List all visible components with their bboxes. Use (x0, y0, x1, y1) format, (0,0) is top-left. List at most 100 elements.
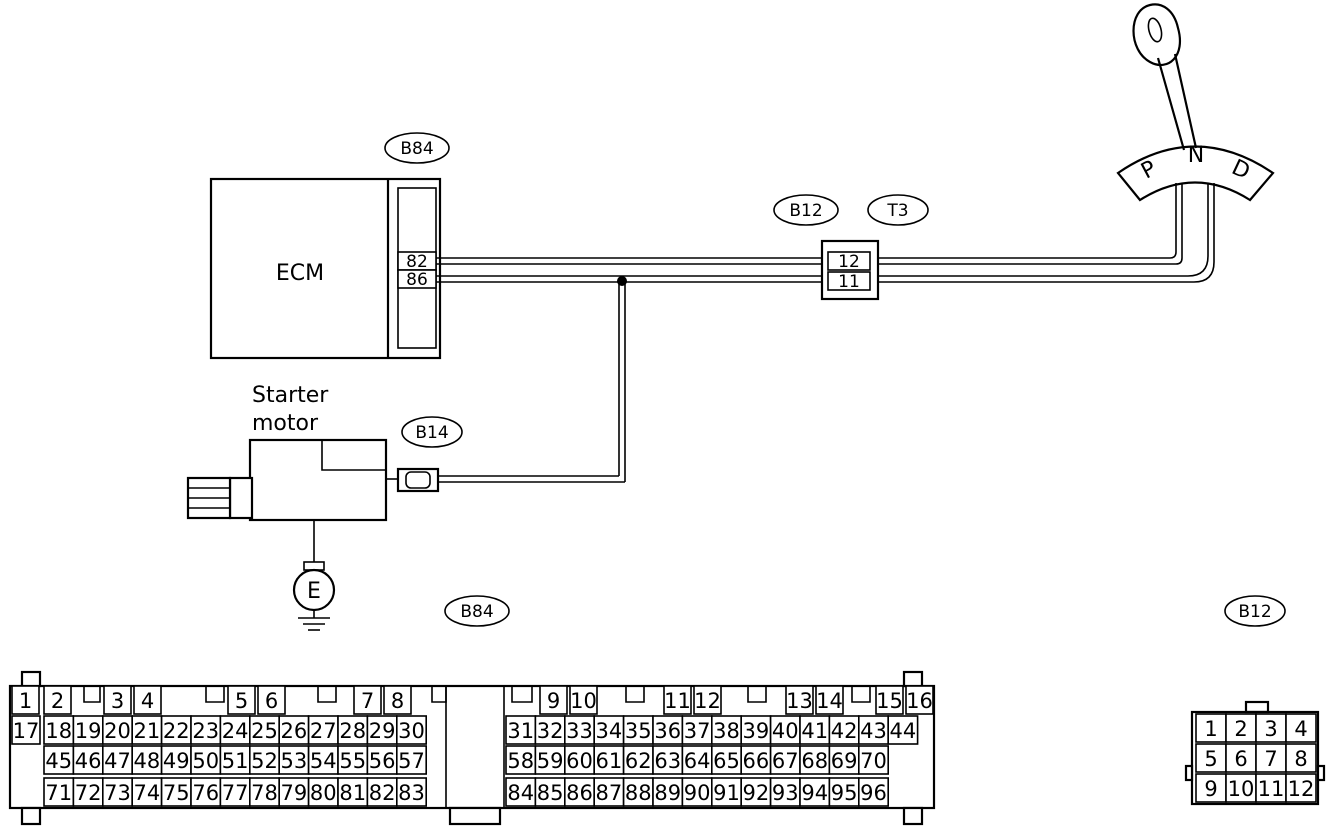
pin-number: 15 (876, 689, 903, 713)
pin-cell (160, 777, 192, 807)
tag-b84-ecm: B84 (384, 132, 450, 164)
pin-cell (887, 715, 919, 745)
pin-number: 22 (163, 719, 190, 743)
pin-number: 7 (361, 689, 374, 713)
pin-cell (1255, 713, 1287, 743)
pin-cell (72, 777, 104, 807)
pin-number: 86 (566, 781, 593, 805)
pin-number: 62 (625, 749, 652, 773)
pin-number: 38 (713, 719, 740, 743)
pin-number: 39 (743, 719, 770, 743)
pin-number: 78 (251, 781, 278, 805)
svg-text:B12: B12 (1238, 602, 1271, 622)
pin-number: 61 (596, 749, 623, 773)
pin-number: 7 (1264, 747, 1277, 771)
pin-number: 27 (310, 719, 337, 743)
pin-number: 80 (310, 781, 337, 805)
joint-connector-b12: 12 11 (820, 239, 880, 301)
pin-number: 19 (75, 719, 102, 743)
lever-knob (1132, 3, 1181, 67)
pin-cell (131, 777, 163, 807)
gate-p: P (1137, 156, 1160, 184)
pin-number: 32 (537, 719, 564, 743)
joint-pin-11-label: 11 (838, 272, 860, 292)
pin-cell (505, 715, 537, 745)
svg-text:B12: B12 (789, 201, 822, 221)
pin-cell (43, 777, 75, 807)
pin-number: 37 (684, 719, 711, 743)
ecm-label: ECM (276, 261, 324, 286)
pin-number: 90 (684, 781, 711, 805)
pin-number: 28 (339, 719, 366, 743)
pin-number: 84 (507, 781, 534, 805)
pin-cell (102, 745, 134, 775)
pin-number: 6 (1234, 747, 1247, 771)
pin-cell (710, 777, 742, 807)
starter-label-1: Starter (252, 383, 329, 408)
pin-cell (1225, 773, 1257, 803)
b84-center-key (445, 685, 505, 809)
pin-number: 56 (369, 749, 396, 773)
pin-number: 59 (537, 749, 564, 773)
pin-number: 11 (664, 689, 691, 713)
pin-key-notch (625, 686, 645, 703)
b12-latch (1244, 700, 1270, 714)
pin-number: 6 (265, 689, 278, 713)
pin-cell (710, 745, 742, 775)
pin-cell (249, 777, 281, 807)
pin-cell (395, 777, 427, 807)
pin-number: 36 (654, 719, 681, 743)
pin-cell (1285, 713, 1317, 743)
pin-number: 66 (743, 749, 770, 773)
ecm-unit: 82 86 ECM (209, 177, 442, 360)
pin-key-notch (851, 686, 871, 703)
pin-cell (133, 685, 162, 715)
shift-lever: P N D (1116, 3, 1275, 202)
pin-cell (534, 745, 566, 775)
pin-cell (395, 715, 427, 745)
pin-number: 77 (222, 781, 249, 805)
pin-number: 55 (339, 749, 366, 773)
pin-cell (219, 715, 251, 745)
pin-cell (395, 745, 427, 775)
pin-cell (622, 777, 654, 807)
b84-latch-right (902, 670, 924, 688)
pin-key-notch (431, 686, 447, 703)
gate-d: D (1228, 155, 1254, 185)
pin-number: 74 (134, 781, 161, 805)
tag-b14: B14 (401, 416, 463, 448)
pin-number: 13 (786, 689, 813, 713)
pin-cell (190, 715, 222, 745)
pin-cell (249, 715, 281, 745)
pin-cell (131, 745, 163, 775)
pin-cell (72, 745, 104, 775)
pin-number: 51 (222, 749, 249, 773)
pin-number: 69 (831, 749, 858, 773)
pin-number: 24 (222, 719, 249, 743)
joint-pin-12-label: 12 (838, 252, 860, 272)
pin-cell (190, 745, 222, 775)
pin-cell (307, 745, 339, 775)
pin-cell (190, 777, 222, 807)
pin-cell (622, 745, 654, 775)
pin-cell (11, 715, 41, 745)
pin-number: 25 (251, 719, 278, 743)
pin-number: 33 (566, 719, 593, 743)
pin-number: 35 (625, 719, 652, 743)
joint-pin-12-cell (827, 251, 871, 271)
svg-text:T3: T3 (886, 201, 908, 221)
pin-number: 4 (141, 689, 154, 713)
pin-number: 63 (654, 749, 681, 773)
lever-knob-hole (1147, 17, 1163, 43)
pin-cell (857, 777, 889, 807)
pin-cell (1225, 743, 1257, 773)
pin-cell (505, 745, 537, 775)
pin-cell (1285, 743, 1317, 773)
pin-cell (769, 715, 801, 745)
pin-number: 9 (547, 689, 560, 713)
pin-number: 31 (507, 719, 534, 743)
pin-cell (534, 715, 566, 745)
pin-cell (693, 685, 722, 715)
pin-cell (160, 745, 192, 775)
ground-label: E (307, 579, 321, 604)
